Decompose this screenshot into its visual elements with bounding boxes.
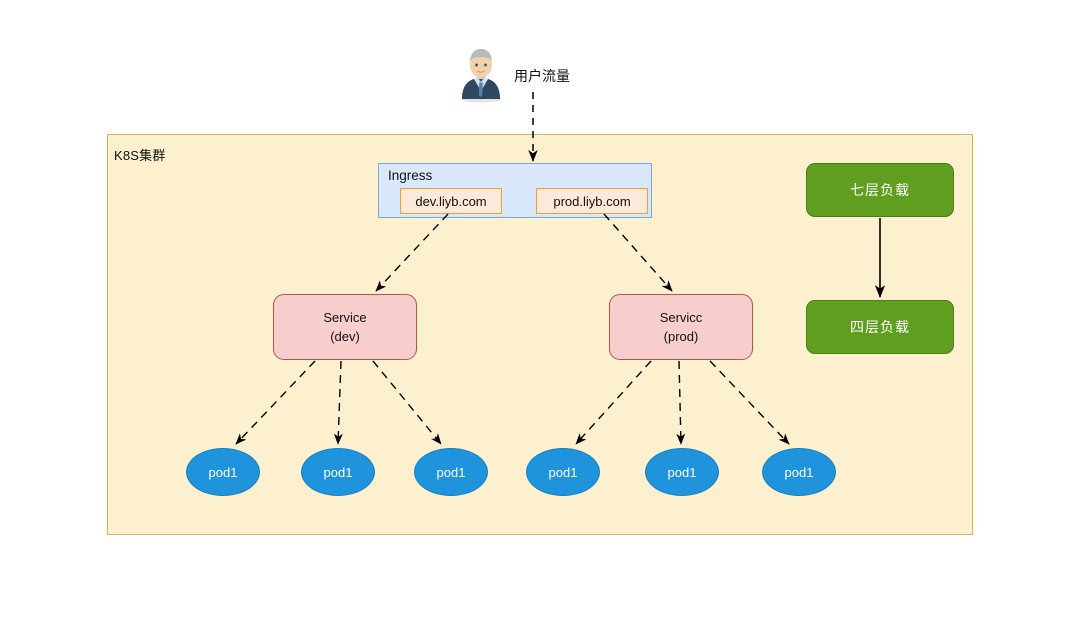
ingress-title: Ingress xyxy=(388,168,433,183)
service-prod-line1: Servicc xyxy=(659,309,703,325)
pod-node[interactable]: pod1 xyxy=(526,448,600,496)
ingress-host-prod[interactable]: prod.liyb.com xyxy=(536,188,648,214)
layer4-load-balancer-box[interactable]: 四层负载 xyxy=(806,300,954,354)
service-prod-line2: (prod) xyxy=(663,329,699,344)
service-dev-line1: Service xyxy=(323,309,367,325)
ingress-host-dev[interactable]: dev.liyb.com xyxy=(400,188,502,214)
pod-node[interactable]: pod1 xyxy=(414,448,488,496)
layer7-load-balancer-box[interactable]: 七层负载 xyxy=(806,163,954,217)
businessman-avatar-icon xyxy=(461,49,501,103)
service-dev-line2: (dev) xyxy=(330,329,360,344)
user-traffic-label: 用户流量 xyxy=(514,68,570,84)
pod-node[interactable]: pod1 xyxy=(186,448,260,496)
service-dev-box[interactable]: Service (dev) xyxy=(273,294,417,360)
pod-node[interactable]: pod1 xyxy=(301,448,375,496)
pod-node[interactable]: pod1 xyxy=(645,448,719,496)
service-prod-box[interactable]: Servicc (prod) xyxy=(609,294,753,360)
k8s-cluster-label: K8S集群 xyxy=(114,148,166,163)
pod-node[interactable]: pod1 xyxy=(762,448,836,496)
